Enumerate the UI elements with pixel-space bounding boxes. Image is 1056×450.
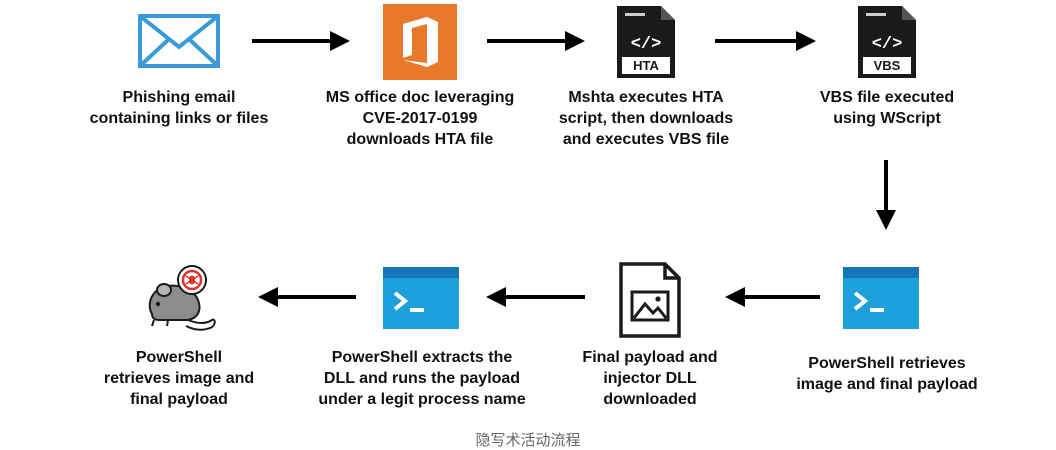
- powershell-terminal-icon: [843, 267, 919, 329]
- step-label: Mshta executes HTA script, then download…: [558, 89, 734, 148]
- figure-caption: 隐写术活动流程: [475, 431, 581, 449]
- step-label: Final payload and injector DLL downloade…: [582, 349, 718, 408]
- vbs-text: VBS: [874, 58, 901, 73]
- powershell-terminal-icon: [383, 267, 459, 329]
- envelope-icon: [138, 14, 220, 68]
- step-label: PowerShell retrieves image and final pay…: [796, 355, 978, 393]
- hta-file-icon: </> HTA: [617, 6, 675, 78]
- step-label: PowerShell extracts the DLL and runs the…: [318, 349, 526, 408]
- hta-text: HTA: [633, 58, 659, 73]
- step-label: PowerShell retrieves image and final pay…: [103, 349, 255, 408]
- image-file-icon: [619, 262, 681, 338]
- vbs-file-icon: </> VBS: [858, 6, 916, 78]
- step-label: MS office doc leveraging CVE-2017-0199 d…: [325, 89, 515, 148]
- svg-text:</>: </>: [872, 35, 903, 54]
- step-label: Phishing email containing links or files: [89, 89, 269, 127]
- infected-mouse-icon: [148, 265, 216, 331]
- ms-office-icon: [383, 4, 457, 80]
- step-label: VBS file executed using WScript: [819, 89, 955, 127]
- svg-text:</>: </>: [631, 35, 662, 54]
